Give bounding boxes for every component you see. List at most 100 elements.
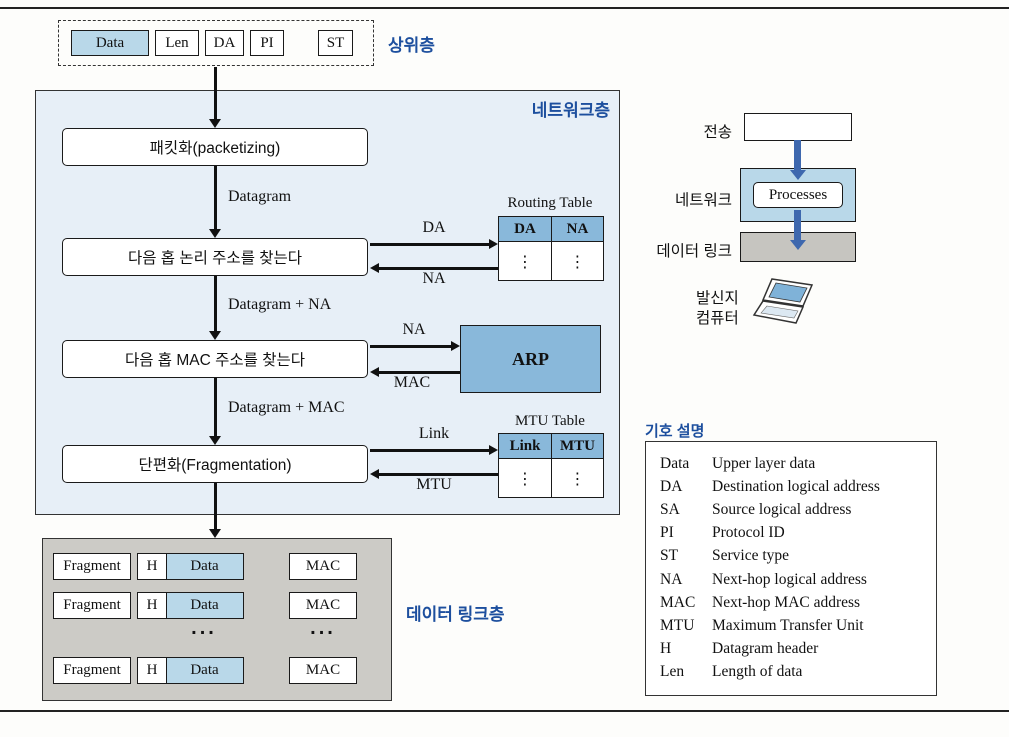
arrow-mtu-from-mtu-table (370, 469, 498, 478)
fragment-label: Fragment (53, 553, 131, 580)
legend-desc: Source logical address (712, 500, 852, 518)
stack-datalink-label: 데이터 링크 (656, 243, 732, 260)
mtu-table-cell-dots: ⋮ (551, 459, 603, 497)
legend-desc: Datagram header (712, 640, 819, 658)
legend-desc: Service type (712, 547, 790, 565)
routing-table-title: Routing Table (507, 195, 593, 211)
fragment-mac: MAC (289, 657, 357, 684)
flow-label-datagram-mac: Datagram + MAC (228, 399, 345, 416)
arrow-mac-from-arp (370, 367, 460, 376)
legend-term: NA (660, 570, 683, 588)
legend-term: Len (660, 663, 685, 681)
legend-desc: Destination logical address (712, 477, 880, 495)
fragment-label: Fragment (53, 592, 131, 619)
legend-term: MAC (660, 593, 696, 611)
arrow-transport-to-network (794, 140, 801, 170)
label-mac-in: MAC (393, 374, 431, 391)
routing-table-header-na: NA (551, 217, 603, 242)
laptop-icon (752, 278, 814, 324)
legend-title: 기호 설명 (645, 423, 705, 440)
routing-table-cell-dots: ⋮ (517, 251, 533, 271)
data-link-layer-box: Fragment H Data MAC Fragment H Data MAC … (42, 538, 392, 701)
fragment-header: H (137, 657, 167, 684)
packet-field-data: Data (71, 30, 149, 56)
step-find-mac-address: 다음 홉 MAC 주소를 찾는다 (62, 340, 368, 378)
fragments-ellipsis: ... (310, 617, 336, 639)
legend-term: MTU (660, 616, 695, 634)
fragment-data: Data (165, 553, 244, 580)
legend-entry: MTU Maximum Transfer Unit (660, 614, 928, 637)
step-fragmentation: 단편화(Fragmentation) (62, 445, 368, 483)
fragment-header: H (137, 553, 167, 580)
fragment-header: H (137, 592, 167, 619)
arrow-datagram-na (213, 276, 217, 331)
legend-desc: Next-hop MAC address (712, 593, 861, 611)
packet-field-len: Len (155, 30, 199, 56)
fragment-mac: MAC (289, 592, 357, 619)
legend-entry: PI Protocol ID (660, 522, 928, 545)
label-link-out: Link (418, 425, 450, 442)
mtu-table-header-mtu: MTU (551, 434, 603, 459)
legend-term: Data (660, 454, 690, 472)
fragment-mac: MAC (289, 553, 357, 580)
upper-layer-packet: Data Len DA PI ST (58, 20, 374, 66)
legend-entry: H Datagram header (660, 638, 928, 661)
fragment-data: Data (165, 592, 244, 619)
source-computer-label-line1: 발신지 (696, 290, 739, 307)
legend-term: H (660, 640, 672, 658)
label-na-in: NA (422, 270, 446, 287)
legend-entry: NA Next-hop logical address (660, 568, 928, 591)
legend-desc: Next-hop logical address (712, 570, 867, 588)
mtu-table: Link MTU ⋮ ⋮ (498, 433, 604, 498)
fragments-ellipsis: ... (191, 617, 217, 639)
legend-entry: MAC Next-hop MAC address (660, 591, 928, 614)
data-link-layer-label: 데이터 링크층 (406, 605, 505, 624)
arp-box: ARP (460, 325, 601, 393)
legend-box: Data Upper layer data DA Destination logic… (645, 441, 937, 696)
legend-desc: Maximum Transfer Unit (712, 616, 864, 634)
network-layer-label: 네트워크층 (531, 101, 610, 120)
arrow-link-to-mtu-table (370, 445, 498, 454)
mtu-table-cell-dots: ⋮ (517, 468, 533, 488)
legend-entry: DA Destination logical address (660, 475, 928, 498)
top-rule (0, 7, 1009, 9)
step-packetizing: 패킷화(packetizing) (62, 128, 368, 166)
legend-desc: Upper layer data (712, 454, 816, 472)
legend-desc: Length of data (712, 663, 803, 681)
fragment-data: Data (165, 657, 244, 684)
stack-processes-box: Processes (753, 182, 843, 208)
packet-field-st: ST (318, 30, 353, 56)
upper-layer-label: 상위층 (388, 36, 435, 55)
stack-transport-box (744, 113, 852, 141)
mtu-table-header-link: Link (499, 434, 551, 459)
legend-desc: Protocol ID (712, 524, 785, 542)
label-da-out: DA (422, 219, 446, 236)
source-computer-label-line2: 컴퓨터 (696, 310, 739, 327)
legend-term: ST (660, 547, 679, 565)
packet-field-pi: PI (250, 30, 284, 56)
arrow-datagram-mac (213, 378, 217, 436)
mtu-table-title: MTU Table (515, 413, 585, 429)
arrow-packet-to-packetizing (213, 67, 217, 119)
legend-entry: ST Service type (660, 545, 928, 568)
routing-table-header-da: DA (499, 217, 551, 242)
legend-entry: Len Length of data (660, 661, 928, 684)
arrow-network-to-datalink (794, 210, 801, 240)
routing-table-cell-dots: ⋮ (551, 242, 603, 280)
legend-entry: Data Upper layer data (660, 452, 928, 475)
stack-transport-label: 전송 (703, 124, 732, 141)
flow-label-datagram: Datagram (228, 188, 292, 205)
legend-term: SA (660, 500, 680, 518)
arrow-to-datalink (213, 483, 217, 529)
legend-term: PI (660, 524, 674, 542)
routing-table: DA NA ⋮ ⋮ (498, 216, 604, 281)
label-mtu-in: MTU (416, 476, 452, 493)
stack-network-label: 네트워크 (674, 192, 732, 209)
step-find-logical-address: 다음 홉 논리 주소를 찾는다 (62, 238, 368, 276)
packet-field-da: DA (205, 30, 244, 56)
legend-term: DA (660, 477, 683, 495)
fragment-label: Fragment (53, 657, 131, 684)
bottom-rule (0, 710, 1009, 712)
legend-entry: SA Source logical address (660, 498, 928, 521)
